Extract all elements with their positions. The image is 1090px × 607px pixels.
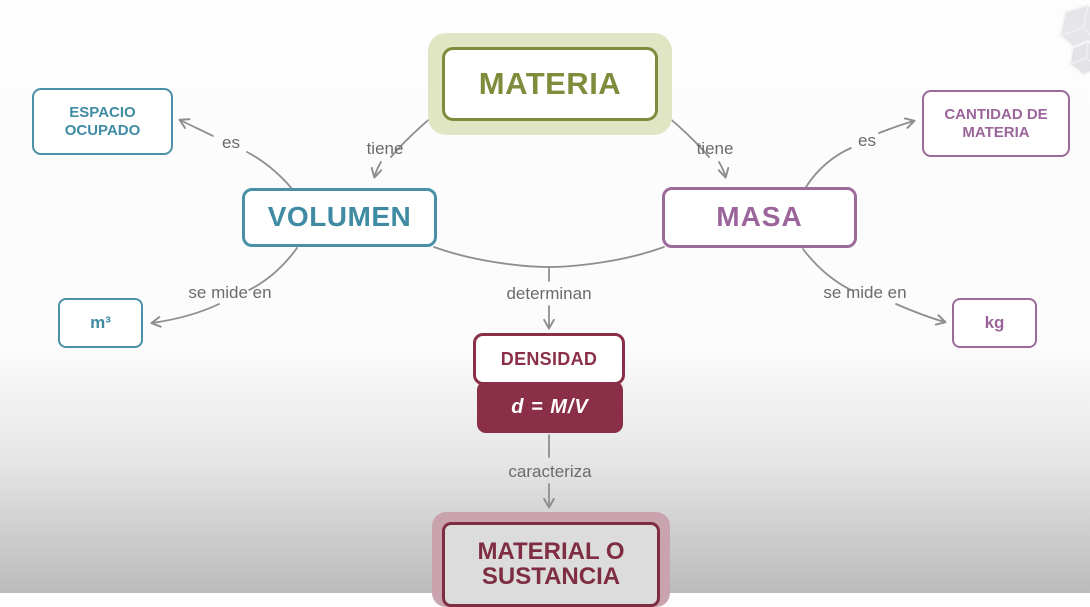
edge-label-caracteriza: caracteriza <box>508 462 592 481</box>
cantidad-de-materia-label: CANTIDAD DE MATERIA <box>944 106 1048 141</box>
density-formula-label: d = M/V <box>511 395 589 418</box>
node-espacio-ocupado: ESPACIO OCUPADO <box>32 88 173 155</box>
edge-label-determinan: determinan <box>506 284 592 303</box>
volumen-label: VOLUMEN <box>267 201 412 233</box>
node-masa: MASA <box>662 187 857 248</box>
node-cantidad-de-materia: CANTIDAD DE MATERIA <box>922 90 1070 157</box>
masa-label: MASA <box>716 201 803 233</box>
edge-label-es-left: es <box>222 133 240 152</box>
edge-label-se-mide-en-right: se mide en <box>823 283 907 302</box>
kg-label: kg <box>984 313 1005 333</box>
materia-node-halo: MATERIA <box>428 33 672 135</box>
node-materia: MATERIA <box>442 47 658 121</box>
edge-label-es-right: es <box>858 131 876 150</box>
density-formula-box: d = M/V <box>477 381 623 433</box>
edge-label-tiene-left: tiene <box>366 139 404 158</box>
espacio-ocupado-label: ESPACIO OCUPADO <box>64 104 141 139</box>
node-material-o-sustancia: MATERIAL O SUSTANCIA <box>442 522 660 607</box>
edge-label-tiene-right: tiene <box>696 139 734 158</box>
materia-label: MATERIA <box>478 66 622 101</box>
m3-label: m³ <box>90 313 111 333</box>
densidad-label: DENSIDAD <box>500 348 598 369</box>
node-volumen: VOLUMEN <box>242 188 437 247</box>
node-densidad: DENSIDAD <box>473 333 625 385</box>
material-o-sustancia-label: MATERIAL O SUSTANCIA <box>477 538 625 591</box>
edge-label-se-mide-en-left: se mide en <box>188 283 272 302</box>
node-kg: kg <box>952 298 1037 348</box>
node-m3: m³ <box>58 298 143 348</box>
